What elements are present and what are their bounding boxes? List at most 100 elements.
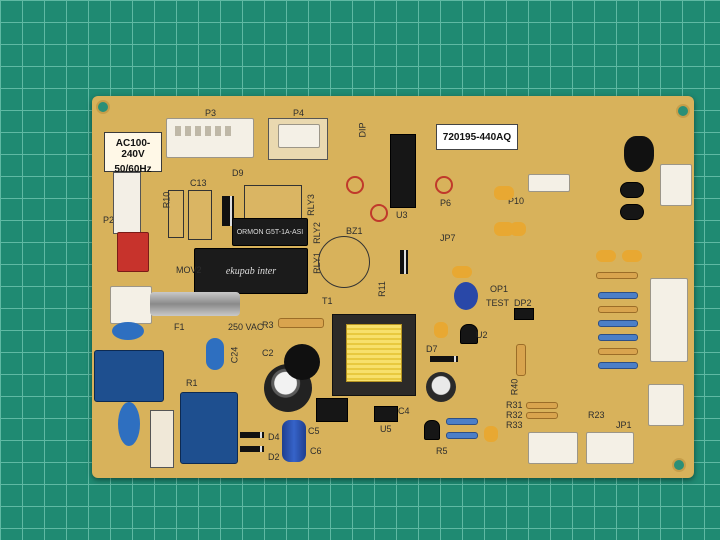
- silk-r3: R3: [262, 320, 274, 330]
- silk-r40: R40: [509, 378, 520, 396]
- silk-dp2: DP2: [514, 298, 532, 308]
- c13-outline: [188, 190, 212, 240]
- connector-p10: [528, 174, 570, 192]
- resistor-r31: [526, 402, 558, 409]
- silk-r11: R11: [376, 281, 387, 297]
- resistor-bottom-2: [446, 432, 478, 439]
- capacitor-c24: [206, 338, 224, 370]
- connector-p3: [166, 118, 254, 158]
- silk-t1: T1: [322, 296, 333, 306]
- diode-d2: [240, 446, 264, 452]
- x-capacitor-blue: [118, 402, 140, 446]
- diode-d10: [400, 250, 408, 274]
- connector-p2-outline: [113, 172, 141, 234]
- silk-p10: P10: [508, 196, 525, 206]
- capacitor-yellow-4: [452, 266, 472, 278]
- silk-d4: D4: [268, 432, 280, 442]
- silk-u5: U5: [380, 424, 392, 434]
- silk-u3: U3: [396, 210, 408, 220]
- silk-p6: P6: [440, 198, 452, 208]
- ac-input-label: AC100-240V 50/60Hz: [104, 132, 162, 175]
- transistor-bottom: [421, 420, 443, 440]
- silk-d9: D9: [232, 168, 244, 178]
- silk-d2: D2: [268, 452, 280, 462]
- capacitor-yellow-2: [494, 222, 514, 236]
- resistor-r-4: [598, 320, 638, 327]
- transistor-u2: [457, 324, 481, 344]
- relay-rly1: ekupab inter: [194, 248, 308, 294]
- capacitor-c6-blue: [282, 420, 306, 462]
- capacitor-yellow-6: [622, 250, 642, 262]
- rly3-outline: [244, 185, 302, 219]
- capacitor-c4-mid: [426, 372, 456, 402]
- silk-dip: DIP: [357, 122, 368, 138]
- silk-c24: C24: [229, 346, 240, 364]
- qc-stamp-1: [346, 176, 364, 194]
- silk-r33: R33: [506, 420, 523, 430]
- connector-right-top: [660, 164, 692, 206]
- qc-stamp-3: [435, 176, 453, 194]
- silk-bz1: BZ1: [346, 226, 363, 236]
- qc-stamp-2: [370, 204, 388, 222]
- resistor-r-2: [598, 292, 638, 299]
- resistor-r-5: [598, 334, 638, 341]
- capacitor-yellow-5: [596, 250, 616, 262]
- silk-op1: OP1: [490, 284, 509, 294]
- silk-f1-rating: 250 VAC: [228, 322, 264, 332]
- mounting-hole-bottom-right: [672, 458, 686, 472]
- relay-blue-bottom: [180, 392, 238, 464]
- silk-d7: D7: [426, 344, 438, 354]
- connector-bottom-1: [528, 432, 578, 464]
- capacitor-yellow-3: [510, 222, 526, 236]
- connector-bottom-2: [586, 432, 634, 464]
- silk-rly2: RLY2: [311, 222, 322, 244]
- resistor-r-1: [596, 272, 638, 279]
- buzzer-bz1-outline: [318, 236, 370, 288]
- connector-dp2: [511, 308, 537, 320]
- silk-p4: P4: [293, 108, 305, 118]
- varistor-blue: [112, 322, 144, 340]
- silk-c6: C6: [310, 446, 322, 456]
- ac-voltage-text: AC100-240V: [115, 138, 151, 160]
- capacitor-yellow-7: [434, 322, 448, 338]
- silk-jp1: JP1: [616, 420, 632, 430]
- transistor-mid: [617, 204, 647, 220]
- capacitor-yellow-8: [484, 426, 498, 442]
- capacitor-top-right: [624, 136, 654, 172]
- silk-r32: R32: [506, 410, 523, 420]
- resistor-r3: [278, 318, 324, 328]
- capacitor-black-round: [284, 344, 320, 380]
- connector-right-tall: [650, 278, 688, 362]
- diode-d7: [430, 356, 458, 362]
- transformer-coil: [346, 324, 402, 382]
- r10-outline: [168, 190, 184, 238]
- silk-p2: P2: [103, 215, 115, 225]
- resistor-r40: [516, 344, 526, 376]
- relay-rly1-print: ekupab inter: [225, 265, 277, 277]
- ic-u5: [371, 406, 401, 422]
- silk-c5: C5: [308, 426, 320, 436]
- relay-blue-top: [94, 350, 164, 402]
- silk-r1: R1: [186, 378, 198, 388]
- connector-red-power: [117, 232, 149, 272]
- diode-d4: [240, 432, 264, 438]
- model-number-sticker: 720195-440AQ: [436, 124, 518, 150]
- silk-u2: U2: [476, 330, 488, 340]
- resistor-r32: [526, 412, 558, 419]
- connector-right-lower: [648, 384, 684, 426]
- mounting-hole-top-right: [676, 104, 690, 118]
- transistor-top: [617, 182, 647, 198]
- silk-p3: P3: [205, 108, 217, 118]
- silk-c4: C4: [398, 406, 410, 416]
- diode-d9: [222, 196, 234, 226]
- silk-r23: R23: [588, 410, 605, 420]
- relay-rly2: ORMON G5T-1A-ASI: [232, 218, 308, 246]
- capacitor-yellow-1: [494, 186, 514, 200]
- silk-r5: R5: [436, 446, 448, 456]
- silk-f1: F1: [174, 322, 185, 332]
- ic-u3: [387, 134, 419, 208]
- silk-rly3: RLY3: [305, 194, 316, 216]
- silk-r31: R31: [506, 400, 523, 410]
- resistor-r-3: [598, 306, 638, 313]
- resistor-bottom-1: [446, 418, 478, 425]
